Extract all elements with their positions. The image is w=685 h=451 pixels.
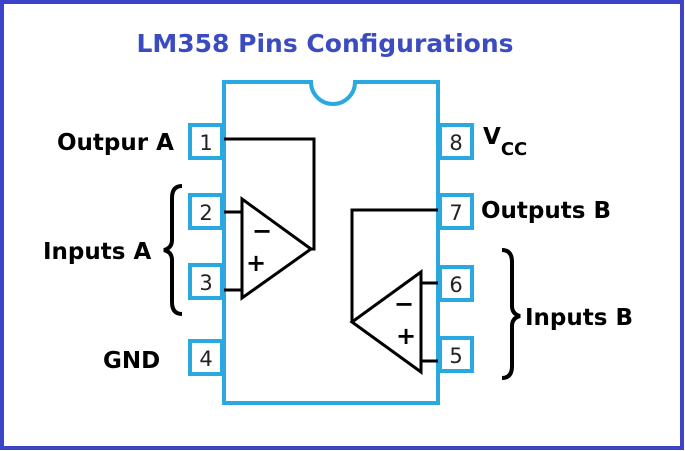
pin-3-number: 3 (199, 271, 212, 295)
label-outputs-b: Outputs B (481, 198, 611, 224)
opamp-b: − + (349, 208, 438, 375)
pin-6: 6 (438, 265, 474, 302)
opamp-a: − + (224, 137, 316, 301)
opamp-b-minus-sign: − (394, 290, 414, 318)
label-vcc: VCC (483, 124, 527, 160)
pin-7: 7 (438, 193, 474, 230)
label-gnd: GND (103, 348, 160, 374)
pin-4-number: 4 (199, 347, 212, 371)
opamp-b-output-wire (350, 208, 438, 322)
opamp-a-output-wire (224, 137, 316, 251)
pin-4: 4 (188, 339, 224, 376)
label-output-a: Outpur A (57, 130, 174, 156)
inputs-b-brace (501, 248, 521, 380)
opamp-b-plus-sign: + (396, 322, 416, 350)
opamp-a-plus-sign: + (246, 249, 266, 277)
pin-1-number: 1 (199, 131, 212, 155)
opamp-a-triangle (240, 196, 314, 301)
opamp-a-minus-sign: − (252, 217, 272, 245)
pin-6-number: 6 (449, 273, 462, 297)
label-inputs-b: Inputs B (525, 305, 633, 331)
diagram-title: LM358 Pins Configurations (136, 29, 513, 58)
opamp-b-triangle (349, 269, 423, 375)
label-vcc-main: V (483, 124, 501, 150)
pin-1: 1 (188, 123, 224, 160)
pin-8: 8 (438, 123, 474, 160)
pin-7-number: 7 (449, 201, 462, 225)
pin-2-number: 2 (199, 201, 212, 225)
pin-5-number: 5 (449, 344, 462, 368)
label-vcc-sub: CC (501, 139, 527, 160)
pin-3: 3 (188, 263, 224, 300)
pin-2: 2 (188, 193, 224, 230)
label-inputs-a: Inputs A (43, 239, 151, 265)
pin-8-number: 8 (449, 131, 462, 155)
pin-5: 5 (438, 336, 474, 373)
inputs-a-brace (163, 184, 183, 316)
